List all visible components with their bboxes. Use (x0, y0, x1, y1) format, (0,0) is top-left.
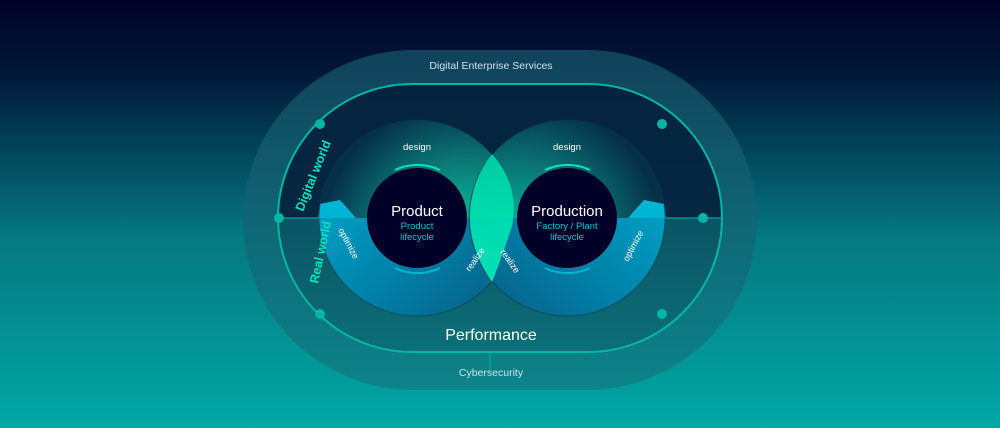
product-title: Product (391, 203, 444, 220)
production-title: Production (531, 203, 603, 220)
ring-dot-top-right (657, 119, 667, 129)
performance-label: Performance (445, 327, 537, 344)
production-core (517, 168, 617, 268)
production-subtitle-line1: Factory / Plant (536, 221, 598, 232)
ring-dot-left (274, 213, 284, 223)
production-subtitle-line2: lifecycle (550, 232, 584, 243)
services-label: Digital Enterprise Services (429, 60, 552, 72)
product-design-label: design (403, 142, 431, 153)
ring-dot-bottom-left (315, 309, 325, 319)
product-subtitle-line1: Product (401, 221, 434, 232)
cybersecurity-label: Cybersecurity (459, 367, 524, 379)
product-optimize-chevron (318, 200, 356, 218)
production-design-label: design (553, 142, 581, 153)
loop-overlap-highlight (470, 154, 514, 282)
product-subtitle-line2: lifecycle (400, 232, 434, 243)
ring-dot-top-left (315, 119, 325, 129)
ring-dot-bottom-right (657, 309, 667, 319)
product-core (367, 168, 467, 268)
production-optimize-chevron (628, 200, 666, 218)
ring-dot-right (698, 213, 708, 223)
